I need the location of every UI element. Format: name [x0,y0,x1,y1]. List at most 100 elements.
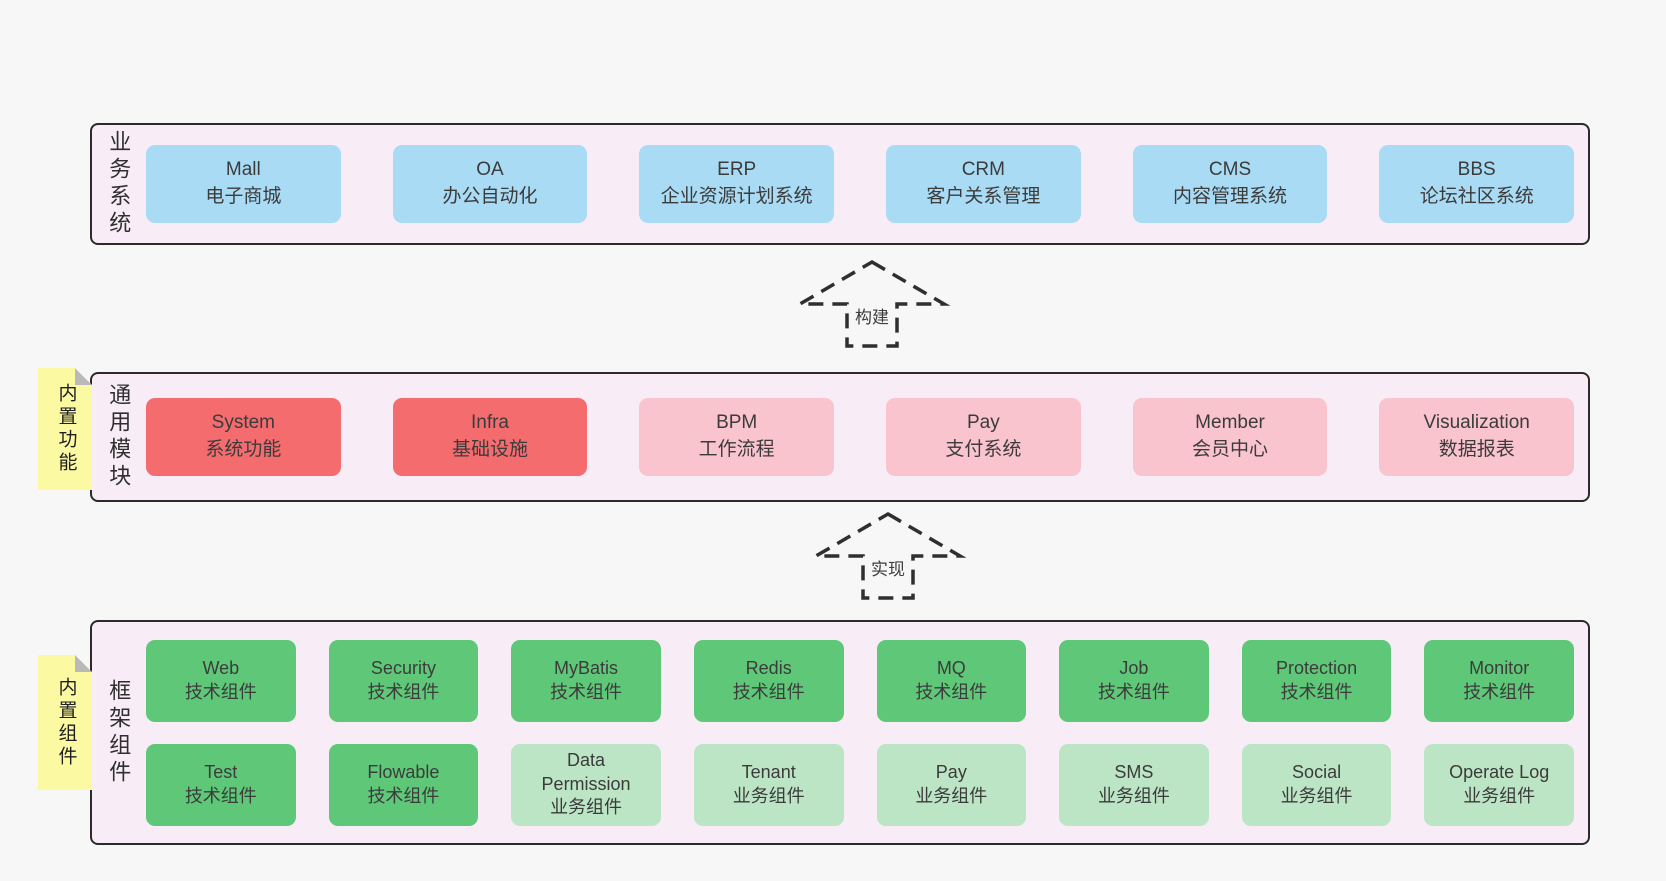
dashed-up-arrow-icon [809,511,967,600]
implement-arrow: 实现 [808,510,968,602]
module-box-mall: Mall 电子商城 [146,145,341,223]
component-box-flowable: Flowable 技术组件 [328,743,479,826]
component-desc: 技术组件 [1280,681,1353,702]
component-name: Flowable [367,761,440,782]
module-name: BBS [1457,159,1496,181]
component-name: Data Permission [541,749,631,794]
module-box-cms: CMS 内容管理系统 [1132,145,1328,223]
component-name: SMS [1114,761,1154,782]
module-desc: 电子商城 [205,186,282,207]
module-box-bbs: BBS 论坛社区系统 [1379,145,1575,223]
module-desc: 数据报表 [1438,439,1515,460]
component-desc: 业务组件 [1280,785,1353,806]
component-name: MQ [936,657,966,678]
component-desc: 业务组件 [915,785,988,806]
module-desc: 企业资源计划系统 [660,186,813,207]
module-box-visualization: Visualization 数据报表 [1379,398,1575,476]
component-box-social: Social 业务组件 [1241,743,1392,826]
common-modules-layer: 通用模块 System 系统功能 Infra 基础设施 BPM 工作流程 Pay… [90,372,1590,502]
component-name: Tenant [741,761,796,782]
component-desc: 技术组件 [367,785,440,806]
component-box-data-permission: Data Permission 业务组件 [511,743,661,826]
module-name: CMS [1208,159,1252,181]
module-desc: 会员中心 [1192,439,1269,460]
module-desc: 支付系统 [945,439,1022,460]
component-desc: 技术组件 [184,785,257,806]
component-desc: 技术组件 [184,681,257,702]
module-box-crm: CRM 客户关系管理 [886,145,1081,223]
module-name: Visualization [1423,412,1530,434]
module-box-infra: Infra 基础设施 [392,398,588,476]
component-desc: 业务组件 [1463,785,1536,806]
component-name: Pay [935,761,967,782]
component-desc: 业务组件 [1097,785,1170,806]
framework-components-layer: 框架组件 Web 技术组件 Security 技术组件 MyBatis 技术组件… [90,620,1590,845]
component-desc: 技术组件 [915,681,988,702]
module-desc: 基础设施 [452,439,529,460]
layer-label-business: 业务系统 [106,130,132,238]
component-box-operate-log: Operate Log 业务组件 [1424,743,1574,826]
component-box-web: Web 技术组件 [146,639,296,722]
module-box-oa: OA 办公自动化 [392,145,588,223]
module-name: CRM [961,159,1005,181]
component-box-sms: SMS 业务组件 [1059,743,1209,826]
layer-label-modules: 通用模块 [106,383,132,491]
component-name: Protection [1276,657,1358,678]
component-desc: 技术组件 [367,681,440,702]
module-desc: 办公自动化 [442,186,538,207]
build-arrow-label: 构建 [851,302,893,329]
module-box-pay: Pay 支付系统 [886,398,1081,476]
implement-arrow-label: 实现 [867,554,909,581]
module-name: BPM [716,412,758,434]
module-name: Infra [470,412,510,434]
module-desc: 工作流程 [698,439,775,460]
component-box-monitor: Monitor 技术组件 [1424,639,1574,722]
module-name: System [211,412,276,434]
component-desc: 技术组件 [732,681,805,702]
framework-components-grid: Web 技术组件 Security 技术组件 MyBatis 技术组件 Redi… [146,639,1574,826]
module-desc: 论坛社区系统 [1419,186,1534,207]
dashed-up-arrow-icon [793,259,951,348]
business-systems-layer: 业务系统 Mall 电子商城 OA 办公自动化 ERP 企业资源计划系统 CRM… [90,123,1590,245]
component-name: Operate Log [1449,761,1550,782]
component-box-mybatis: MyBatis 技术组件 [511,639,661,722]
module-desc: 内容管理系统 [1173,186,1288,207]
component-desc: 技术组件 [1097,681,1170,702]
component-name: Test [204,761,238,782]
module-name: ERP [717,159,757,181]
component-name: Web [202,657,240,678]
module-name: Mall [225,159,261,181]
module-box-erp: ERP 企业资源计划系统 [639,145,835,223]
component-box-security: Security 技术组件 [328,639,479,722]
component-box-tenant: Tenant 业务组件 [693,743,844,826]
component-name: Job [1119,657,1149,678]
module-name: Member [1195,412,1265,434]
sticky-note-builtin-features: 内置功能 [38,368,92,490]
module-name: Pay [966,412,1000,434]
sticky-note-builtin-components: 内置组件 [38,655,92,790]
component-box-test: Test 技术组件 [146,743,296,826]
module-desc: 系统功能 [205,439,282,460]
module-name: OA [476,159,504,181]
component-desc: 技术组件 [1463,681,1536,702]
component-desc: 业务组件 [550,797,623,818]
component-box-job: Job 技术组件 [1059,639,1209,722]
component-name: Social [1292,761,1342,782]
component-box-redis: Redis 技术组件 [693,639,844,722]
component-box-pay: Pay 业务组件 [876,743,1027,826]
build-arrow: 构建 [792,258,952,350]
sticky-note-label: 内置组件 [55,676,77,769]
module-box-member: Member 会员中心 [1132,398,1328,476]
component-box-protection: Protection 技术组件 [1241,639,1392,722]
sticky-note-label: 内置功能 [55,383,77,475]
component-name: Monitor [1469,657,1530,678]
component-box-mq: MQ 技术组件 [876,639,1027,722]
business-systems-row: Mall 电子商城 OA 办公自动化 ERP 企业资源计划系统 CRM 客户关系… [146,145,1575,223]
component-name: Security [370,657,436,678]
component-name: MyBatis [554,657,619,678]
component-desc: 技术组件 [550,681,623,702]
module-box-bpm: BPM 工作流程 [639,398,835,476]
common-modules-row: System 系统功能 Infra 基础设施 BPM 工作流程 Pay 支付系统… [146,398,1575,476]
component-name: Redis [745,657,792,678]
